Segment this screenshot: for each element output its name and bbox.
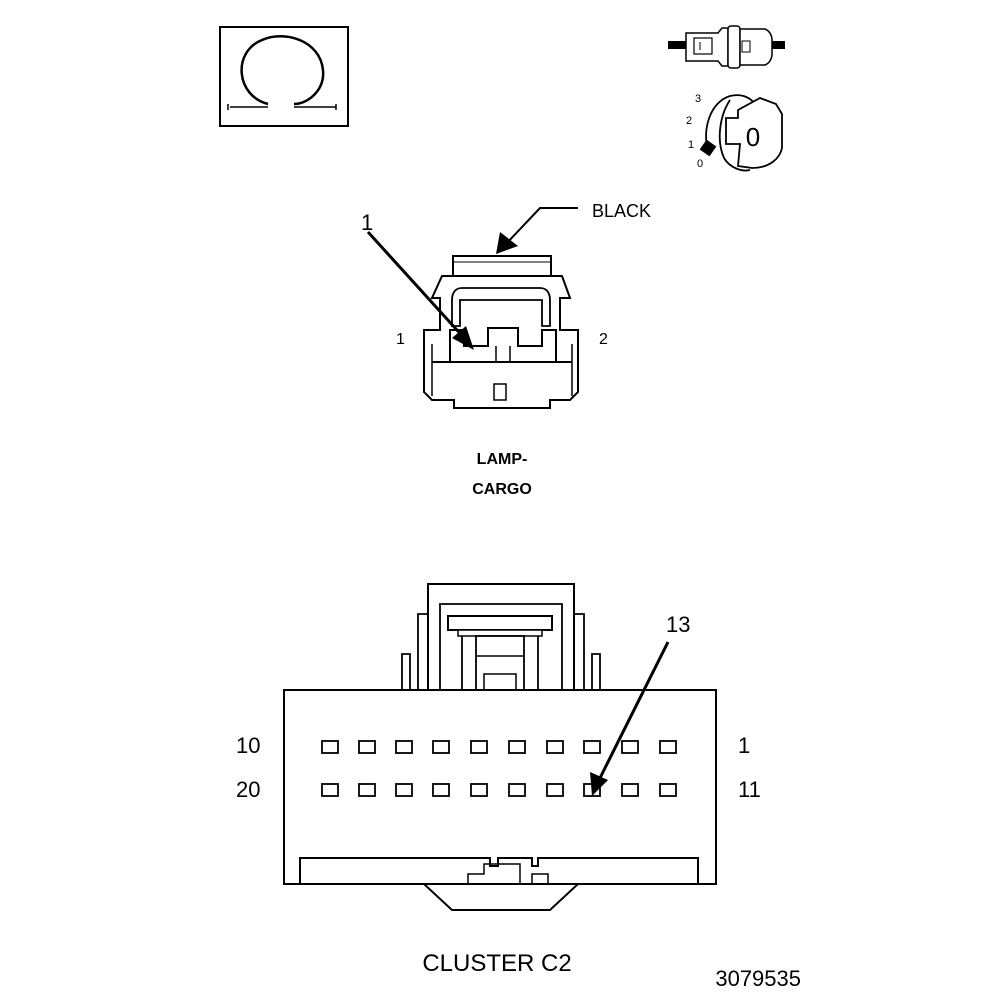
connector-plug-icon <box>668 25 785 69</box>
cluster-c2-connector <box>283 583 717 911</box>
lamp-pin-2-label: 2 <box>599 331 608 348</box>
cavity-row-1 <box>321 740 677 754</box>
cavity-3 <box>583 740 601 754</box>
cluster-row1-right-label: 1 <box>738 733 750 758</box>
lamp-cargo-connector <box>423 255 579 409</box>
cavity-5 <box>508 740 526 754</box>
cavity-1 <box>659 740 677 754</box>
cavity-14 <box>546 783 564 797</box>
cavity-20 <box>321 783 339 797</box>
cavity-19 <box>358 783 376 797</box>
cavity-15 <box>508 783 526 797</box>
cluster-pin-callout-number: 13 <box>666 612 690 637</box>
cluster-row1-left-label: 10 <box>236 733 260 758</box>
cavity-row-2 <box>321 783 677 797</box>
cavity-4 <box>546 740 564 754</box>
cavity-2 <box>621 740 639 754</box>
ignition-key-icon: 0 3 2 1 0 <box>686 93 783 172</box>
ignition-position-1: 1 <box>688 139 694 151</box>
ignition-position-3: 3 <box>695 93 701 105</box>
cavity-11 <box>659 783 677 797</box>
lamp-pin-1-label: 1 <box>396 331 405 348</box>
cavity-10 <box>321 740 339 754</box>
cavity-17 <box>432 783 450 797</box>
lamp-pin-callout-number: 1 <box>361 210 373 235</box>
ignition-key-label: 0 <box>746 122 760 152</box>
black-color-label: BLACK <box>592 201 651 221</box>
cavity-16 <box>470 783 488 797</box>
figure-id: 3079535 <box>715 966 801 991</box>
lamp-connector-title-line1: LAMP- <box>477 451 528 468</box>
cluster-connector-title: CLUSTER C2 <box>422 950 571 977</box>
cluster-row2-right-label: 11 <box>738 777 761 802</box>
black-color-callout: BLACK <box>496 201 651 254</box>
ignition-position-0: 0 <box>697 158 703 170</box>
cavity-7 <box>432 740 450 754</box>
cavity-8 <box>395 740 413 754</box>
cavity-9 <box>358 740 376 754</box>
ohmmeter-icon <box>219 26 349 127</box>
ignition-position-2: 2 <box>686 115 692 127</box>
cavity-6 <box>470 740 488 754</box>
lamp-pin-callout: 1 <box>361 210 474 350</box>
cavity-12 <box>621 783 639 797</box>
cavity-18 <box>395 783 413 797</box>
cluster-row2-left-label: 20 <box>236 777 260 802</box>
lamp-connector-title-line2: CARGO <box>472 481 532 498</box>
cluster-pin-callout: 13 <box>590 612 690 796</box>
